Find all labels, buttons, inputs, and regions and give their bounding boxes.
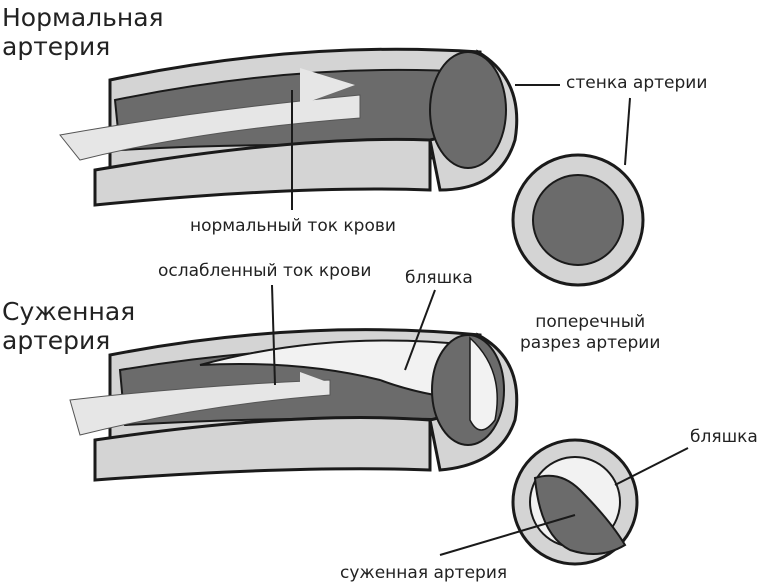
normal-cross-section: [511, 97, 645, 287]
label-plaque-top: бляшка: [405, 268, 473, 288]
label-narrowed-artery: суженная артерия: [340, 563, 508, 583]
label-line: разрез артерии: [520, 333, 661, 353]
label-normal-flow: нормальный ток крови: [190, 216, 396, 236]
label-line: поперечный: [535, 312, 646, 332]
label-plaque-right: бляшка: [690, 427, 758, 447]
label-artery-wall: стенка артерии: [566, 73, 708, 93]
title-narrowed-artery: Суженная артерия: [2, 297, 135, 355]
title-line: Нормальная: [2, 3, 164, 32]
title-normal-artery: Нормальная артерия: [2, 3, 164, 61]
title-line: артерия: [2, 32, 111, 61]
normal-artery-drawing: [59, 47, 560, 210]
narrowed-artery-drawing: [69, 284, 519, 482]
title-line: Суженная: [2, 297, 136, 326]
narrowed-cross-section: [439, 438, 689, 566]
label-weak-flow: ослабленный ток крови: [158, 261, 372, 281]
label-cross-section: поперечный разрез артерии: [520, 312, 660, 354]
title-line: артерия: [2, 326, 111, 355]
